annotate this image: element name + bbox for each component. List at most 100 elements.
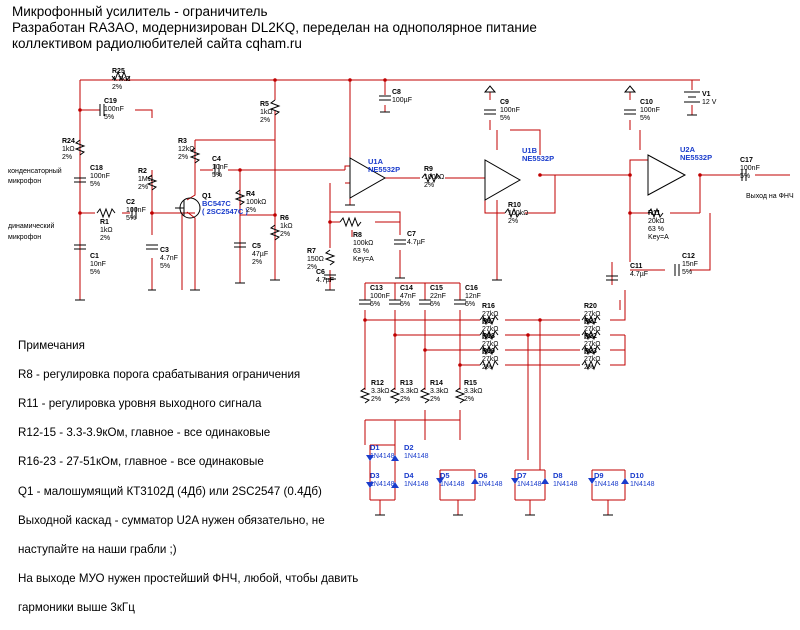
label-r23-2: 2% <box>584 364 594 371</box>
label-c9-1: 100nF <box>500 107 520 114</box>
label-d4-0: D4 <box>404 471 414 480</box>
label-c13-2: 5% <box>370 301 380 308</box>
dynamic-mic-label-1: динамический <box>8 222 54 230</box>
label-u1b-1: NE5532P <box>522 154 554 163</box>
label-c7-1: 4.7µF <box>407 239 425 246</box>
label-r17-0: R17 <box>482 318 495 325</box>
label-r19-0: R19 <box>482 348 495 355</box>
label-r9-0: R9 <box>424 166 433 173</box>
component-symbols <box>74 70 747 516</box>
label-c1-1: 10nF <box>90 261 106 268</box>
label-r19-2: 2% <box>482 364 492 371</box>
label-r11-1: 20kΩ <box>648 218 665 225</box>
label-r22-0: R22 <box>584 333 597 340</box>
label-r13-0: R13 <box>400 380 413 387</box>
note-line: гармоники выше 3кГц <box>18 601 135 615</box>
label-r3-2: 2% <box>178 154 188 161</box>
label-r2-2: 2% <box>138 184 148 191</box>
label-d7-0: D7 <box>517 471 527 480</box>
label-r12-1: 3.3kΩ <box>371 388 389 395</box>
label-u1b-0: U1B <box>522 146 538 155</box>
title-line-2: Разработан RA3AO, модернизирован DL2KQ, … <box>12 20 537 35</box>
label-c10-1: 100nF <box>640 107 660 114</box>
label-r4-2: 2% <box>246 207 256 214</box>
label-r25-0: R25 <box>112 68 125 75</box>
label-d6-1: 1N4148 <box>478 481 503 488</box>
label-r8-3: Key=A <box>353 256 374 263</box>
label-d10-0: D10 <box>630 471 644 480</box>
label-r6-0: R6 <box>280 215 289 222</box>
label-r25-2: 2% <box>112 84 122 91</box>
label-r11-2: 63 % <box>648 226 664 233</box>
label-r8-1: 100kΩ <box>353 240 373 247</box>
label-d7-1: 1N4148 <box>517 481 542 488</box>
note-line: R12-15 - 3.3-3.9кОм, главное - все одина… <box>18 426 271 440</box>
label-r15-0: R15 <box>464 380 477 387</box>
label-r19-1: 27kΩ <box>482 356 499 363</box>
label-r9-2: 2% <box>424 182 434 189</box>
label-r7-1: 150Ω <box>307 256 324 263</box>
label-r20-1: 27kΩ <box>584 311 601 318</box>
label-r17-1: 27kΩ <box>482 326 499 333</box>
label-c5-2: 2% <box>252 259 262 266</box>
label-c17-0: C17 <box>740 157 753 164</box>
label-c5-1: 47µF <box>252 251 268 258</box>
label-c17-2: 5% <box>740 173 750 180</box>
label-c6-1: 4.7µF <box>316 277 334 284</box>
label-c8-1: 100µF <box>392 97 412 104</box>
label-r7-2: 2% <box>307 264 317 271</box>
output-label: Выход на ФНЧ <box>746 193 794 200</box>
label-r10-1: 100kΩ <box>508 210 528 217</box>
label-u1a-1: NE5532P <box>368 165 400 174</box>
label-d5-1: 1N4148 <box>440 481 465 488</box>
label-r18-1: 27kΩ <box>482 341 499 348</box>
label-v1-1: 12 V <box>702 99 717 106</box>
note-line: Выходной каскад - сумматор U2A нужен обя… <box>18 513 325 527</box>
label-c2-0: C2 <box>126 199 135 206</box>
label-r5-2: 2% <box>260 117 270 124</box>
label-r21-1: 27kΩ <box>584 326 601 333</box>
label-r24-1: 1kΩ <box>62 146 75 153</box>
note-line: R8 - регулировка порога срабатывания огр… <box>18 367 301 381</box>
label-c18-1: 100nF <box>90 173 110 180</box>
label-d1-1: 1N4148 <box>370 453 395 460</box>
label-r9-1: 100kΩ <box>424 174 444 181</box>
label-c15-1: 22nF <box>430 293 446 300</box>
label-c3-1: 4.7nF <box>160 255 178 262</box>
label-c14-0: C14 <box>400 285 413 292</box>
label-c19-2: 5% <box>104 114 114 121</box>
label-d2-0: D2 <box>404 443 414 452</box>
label-r20-0: R20 <box>584 303 597 310</box>
label-r16-1: 27kΩ <box>482 311 499 318</box>
label-c15-0: C15 <box>430 285 443 292</box>
label-c9-2: 5% <box>500 115 510 122</box>
notes-title: Примечания <box>18 338 85 352</box>
label-c4-1: 10nF <box>212 164 228 171</box>
label-c16-2: 5% <box>465 301 475 308</box>
label-u2a-1: NE5532P <box>680 153 712 162</box>
label-r12-0: R12 <box>371 380 384 387</box>
label-c1-2: 5% <box>90 269 100 276</box>
note-line: R16-23 - 27-51кОм, главное - все одинако… <box>18 455 264 469</box>
label-c2-1: 100nF <box>126 207 146 214</box>
label-c12-2: 5% <box>682 269 692 276</box>
label-r11-0: R11 <box>648 210 661 217</box>
label-d10-1: 1N4148 <box>630 481 655 488</box>
label-d9-1: 1N4148 <box>594 481 619 488</box>
label-c3-2: 5% <box>160 263 170 270</box>
label-v1-0: V1 <box>702 91 711 98</box>
label-r1-1: 1kΩ <box>100 227 113 234</box>
label-c12-1: 15nF <box>682 261 698 268</box>
label-d3-1: 1N4148 <box>370 481 395 488</box>
label-r1-0: R1 <box>100 219 109 226</box>
label-r14-1: 3.3kΩ <box>430 388 448 395</box>
label-r6-2: 2% <box>280 231 290 238</box>
io-labels: конденсаторный микрофон динамический мик… <box>8 167 794 241</box>
label-c11-1: 4.7µF <box>630 271 648 278</box>
label-d3-0: D3 <box>370 471 380 480</box>
label-c1-0: C1 <box>90 253 99 260</box>
label-c10-0: C10 <box>640 99 653 106</box>
label-c13-0: C13 <box>370 285 383 292</box>
label-r22-2: 2% <box>584 349 594 356</box>
label-r3-0: R3 <box>178 138 187 145</box>
